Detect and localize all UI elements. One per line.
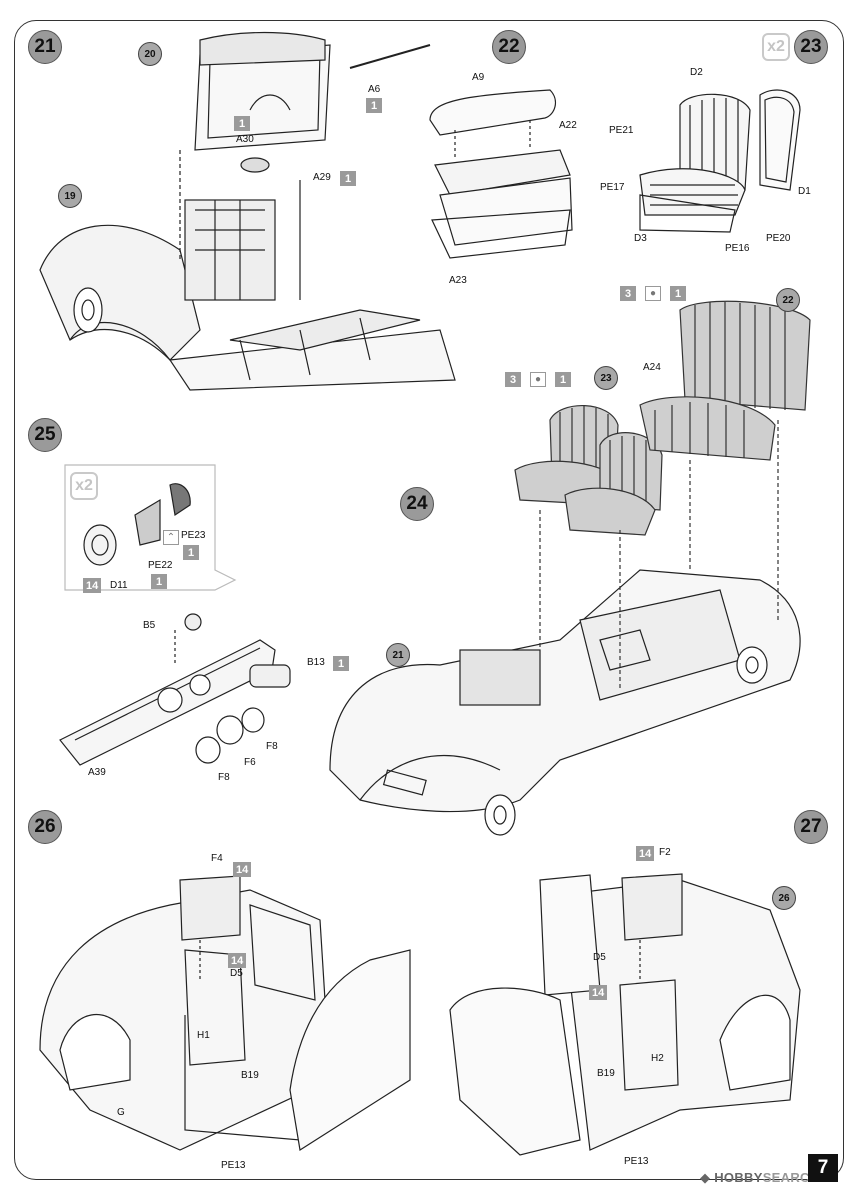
part-label-d3: D3 xyxy=(634,233,647,244)
watermark: ◆ HOBBYSEARCH xyxy=(700,1170,819,1186)
paint-code-badge: 1 xyxy=(234,116,250,131)
part-label-f8-lower: F8 xyxy=(218,772,230,783)
part-label-a24: A24 xyxy=(643,362,661,373)
paint-code-badge: 1 xyxy=(151,574,167,589)
step-25-number: 25 xyxy=(28,418,62,452)
step-24-label: 24 xyxy=(406,493,428,514)
ref-step-26: 26 xyxy=(772,886,796,910)
step-26-label: 26 xyxy=(34,816,56,837)
watermark-part-b: SEARCH xyxy=(762,1170,820,1185)
step-21-label: 21 xyxy=(34,36,56,57)
paint-code-badge: 14 xyxy=(589,985,608,1000)
part-label-f4: F4 xyxy=(211,853,223,864)
step-26-number: 26 xyxy=(28,810,62,844)
part-label-a23: A23 xyxy=(449,275,467,286)
ref-26-label: 26 xyxy=(778,892,790,904)
step27-body-drawing xyxy=(449,873,801,1156)
step24-car-drawing xyxy=(329,569,801,836)
paint-code-badge: 14 xyxy=(636,846,655,861)
part-label-b19-right: B19 xyxy=(597,1068,615,1079)
step25-dashboard-drawing xyxy=(59,464,291,766)
part-label-a30: A30 xyxy=(236,134,254,145)
ref-step-20: 20 xyxy=(138,42,162,66)
part-label-d1: D1 xyxy=(798,186,811,197)
paint-code-badge: 1 xyxy=(366,98,382,113)
part-label-pe20: PE20 xyxy=(766,233,791,244)
part-label-f8-upper: F8 xyxy=(266,741,278,752)
ref-23-label: 23 xyxy=(600,372,612,384)
step-23-number: 23 xyxy=(794,30,828,64)
ref-step-23: 23 xyxy=(594,366,618,390)
part-label-f2: F2 xyxy=(659,847,671,858)
glue-icon: ● xyxy=(530,372,546,387)
part-label-d5-left: D5 xyxy=(230,968,243,979)
part-label-b19-left: B19 xyxy=(241,1070,259,1081)
paint-code-badge: 3 xyxy=(620,286,636,301)
paint-code-badge: 14 xyxy=(83,578,102,593)
step-25-label: 25 xyxy=(34,424,56,445)
page-number-label: 7 xyxy=(817,1157,829,1178)
ref-step-19: 19 xyxy=(58,184,82,208)
part-label-pe23: PE23 xyxy=(181,530,206,541)
ref-22-label: 22 xyxy=(782,294,794,306)
part-label-pe21: PE21 xyxy=(609,125,634,136)
ref-step-21: 21 xyxy=(386,643,410,667)
paint-code-badge: 1 xyxy=(183,545,199,560)
part-label-d11: D11 xyxy=(110,580,128,591)
step22-bench-drawing xyxy=(429,89,573,259)
part-label-a29: A29 xyxy=(313,172,331,183)
paint-code-badge: 1 xyxy=(333,656,349,671)
x2-label: x2 xyxy=(75,477,93,494)
part-label-pe13-left: PE13 xyxy=(221,1160,246,1171)
part-label-f6: F6 xyxy=(244,757,256,768)
step24-seats xyxy=(514,300,811,690)
glue-icon: ⌃ xyxy=(163,530,179,545)
step-27-number: 27 xyxy=(794,810,828,844)
part-label-b13: B13 xyxy=(307,657,325,668)
watermark-part-a: HOBBY xyxy=(714,1170,763,1185)
part-label-h1: H1 xyxy=(197,1030,210,1041)
step23-seat-drawing xyxy=(639,89,801,233)
part-label-pe13-right: PE13 xyxy=(624,1156,649,1167)
part-label-a22: A22 xyxy=(559,120,577,131)
step-27-label: 27 xyxy=(800,816,822,837)
step-22-number: 22 xyxy=(492,30,526,64)
step-21-number: 21 xyxy=(28,30,62,64)
glue-icon: ● xyxy=(645,286,661,301)
page-number: 7 xyxy=(808,1154,838,1182)
part-label-g: G xyxy=(117,1107,125,1118)
part-label-h2: H2 xyxy=(651,1053,664,1064)
part-label-pe22: PE22 xyxy=(148,560,173,571)
part-label-d5-right: D5 xyxy=(593,952,606,963)
step26-body-drawing xyxy=(39,875,411,1151)
ref-21-label: 21 xyxy=(392,649,404,661)
step-22-label: 22 xyxy=(498,36,520,57)
paint-code-badge: 14 xyxy=(228,953,247,968)
part-label-a39: A39 xyxy=(88,767,106,778)
x2-multiplier-step23: x2 xyxy=(762,33,790,61)
part-label-pe17: PE17 xyxy=(600,182,625,193)
paint-code-badge: 14 xyxy=(233,862,252,877)
watermark-logo-icon: ◆ xyxy=(700,1170,711,1185)
paint-code-badge: 1 xyxy=(555,372,571,387)
ref-step-22: 22 xyxy=(776,288,800,312)
part-label-d2: D2 xyxy=(690,67,703,78)
part-label-b5: B5 xyxy=(143,620,156,631)
step-24-number: 24 xyxy=(400,487,434,521)
ref-19-label: 19 xyxy=(64,190,76,202)
part-label-pe16: PE16 xyxy=(725,243,750,254)
paint-code-badge: 3 xyxy=(505,372,521,387)
step21-engine-bay-drawing xyxy=(39,31,456,391)
part-label-a6: A6 xyxy=(368,84,381,95)
paint-code-badge: 1 xyxy=(670,286,686,301)
paint-code-badge: 1 xyxy=(340,171,356,186)
ref-20-label: 20 xyxy=(144,48,156,60)
part-label-a9: A9 xyxy=(472,72,485,83)
x2-multiplier-step25: x2 xyxy=(70,472,98,500)
step-23-label: 23 xyxy=(800,36,822,57)
page-frame xyxy=(14,20,844,1180)
x2-label: x2 xyxy=(767,38,785,55)
